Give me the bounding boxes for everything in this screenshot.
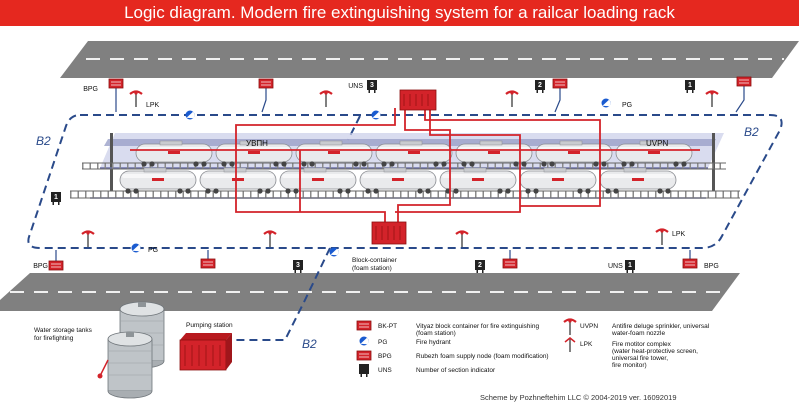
diagram-title: Logic diagram. Modern fire extinguishing…: [0, 0, 799, 26]
svg-text:2: 2: [478, 262, 482, 269]
legend-text-pg: Fire hydrant: [416, 339, 451, 346]
legend-text-lpk-3: universal fire tower,: [612, 355, 668, 362]
label-b2-left: B2: [36, 134, 51, 148]
svg-text:2: 2: [538, 82, 542, 89]
b2-labels: B2 B2 B2: [36, 125, 759, 351]
water-storage-tanks: [97, 301, 165, 399]
legend-code-bkpt: BK-PT: [378, 323, 397, 330]
foam-pipelines: [130, 108, 700, 228]
svg-text:3: 3: [370, 82, 374, 89]
label-bpg-1: BPG: [83, 86, 98, 93]
section-numbers: 3 2 1 1 3 2 1: [54, 82, 692, 269]
label-lpk-1: LPK: [146, 102, 160, 109]
label-lpk-right: LPK: [672, 231, 686, 238]
legend-text-lpk-2: (water heat-protective screen,: [612, 348, 698, 355]
svg-text:1: 1: [628, 262, 632, 269]
pumping-station: [179, 333, 232, 371]
label-block-container: Block-container: [352, 257, 398, 264]
label-foam-station: (foam station): [352, 265, 392, 272]
label-uvpn: UVPN: [646, 139, 668, 148]
rail-track-front: [70, 190, 740, 199]
footer-credit: Scheme by Pozhneftehim LLC © 2004-2019 v…: [480, 393, 677, 402]
label-uvpn-cyrillic: УВПН: [246, 139, 268, 148]
label-b2-bottom: B2: [302, 337, 317, 351]
label-bpg-left: BPG: [33, 263, 48, 270]
legend-text-lpk-1: Fire motitor complex: [612, 341, 672, 348]
label-uns-bottom: UNS: [608, 263, 623, 270]
label-pumping-station: Pumping station: [186, 322, 233, 329]
water-supply-loop: [27, 114, 783, 249]
label-pg-right: PG: [622, 102, 632, 109]
label-tanks-1: Water storage tanks: [34, 327, 93, 334]
label-tanks-2: for firefighting: [34, 335, 74, 342]
block-container-foam-station: [371, 221, 407, 245]
legend-text-bkpt-2: (foam station): [416, 330, 456, 337]
svg-text:3: 3: [296, 262, 300, 269]
legend-code-uvpn: UVPN: [580, 323, 598, 330]
legend-code-uns: UNS: [378, 367, 392, 374]
legend-code-pg: PG: [378, 339, 387, 346]
legend-code-bpg: BPG: [378, 353, 392, 360]
legend-text-lpk-4: fire monitor): [612, 362, 647, 369]
road-top: [60, 41, 799, 78]
legend-symbols: [356, 318, 578, 377]
label-uns-top: UNS: [348, 83, 363, 90]
label-pg-left: PG: [148, 247, 158, 254]
road-bottom: [0, 273, 740, 311]
svg-text:1: 1: [54, 194, 58, 201]
diagram-labels: BPG LPK UNS PG PG BPG UNS BPG LPK УВПН U…: [33, 83, 719, 342]
label-bpg-right: BPG: [704, 263, 719, 270]
svg-text:1: 1: [688, 82, 692, 89]
legend-text-uvpn-1: Antifire deluge sprinkler, universal: [612, 323, 710, 330]
block-container-top: [399, 89, 437, 111]
legend-code-lpk: LPK: [580, 341, 593, 348]
legend-text-uvpn-2: water-foam nozzle: [611, 330, 665, 337]
legend: BK-PT Vityaz block container for fire ex…: [378, 323, 710, 374]
label-b2-right: B2: [744, 125, 759, 139]
tank-cars-front: [119, 167, 677, 195]
supply-line-to-pumps: [232, 115, 361, 341]
legend-text-bkpt: Vityaz block container for fire extingui…: [416, 323, 539, 330]
bpg-nodes: [48, 76, 752, 271]
legend-text-bpg: Rubezh foam supply node (foam modificati…: [416, 353, 549, 360]
legend-text-uns: Number of section indicator: [416, 367, 496, 374]
